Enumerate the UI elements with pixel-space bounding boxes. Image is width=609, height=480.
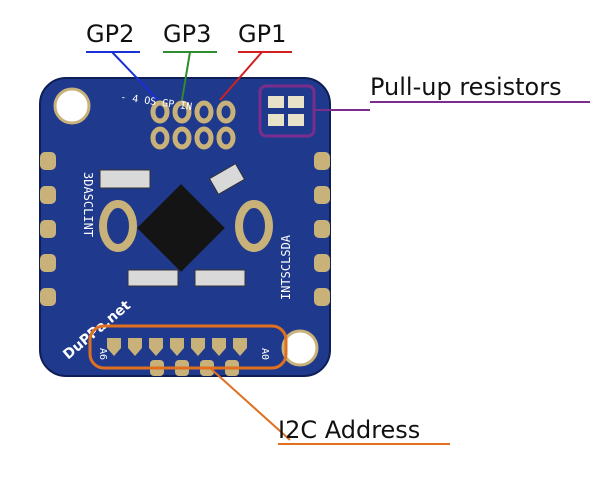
top-pads (150, 100, 236, 150)
left-header (40, 152, 56, 306)
mount-hole-bottom-right (281, 329, 319, 367)
annotation-gp1 (219, 51, 292, 101)
annotation-i2c (88, 324, 450, 445)
annotation-gp3 (163, 51, 217, 101)
annotation-gp2 (86, 51, 159, 101)
gp3-label: GP3 (163, 20, 212, 48)
right-header-silkscreen: INTSCLSDA (279, 234, 293, 300)
left-header-silkscreen: 3DASCLINT (81, 172, 95, 237)
i2c-address-label: I2C Address (278, 416, 421, 444)
address-left-silkscreen: A6 (97, 348, 108, 360)
pcb-board (39, 77, 331, 377)
gp1-label: GP1 (238, 20, 287, 48)
pullup-pads (264, 92, 308, 130)
address-right-silkscreen: A0 (259, 348, 270, 360)
pullup-label: Pull-up resistors (370, 73, 562, 101)
address-jumpers (107, 338, 247, 356)
smd-components (99, 163, 246, 287)
annotation-pullup (258, 84, 590, 138)
gp2-label: GP2 (86, 20, 135, 48)
right-header (314, 152, 330, 306)
mount-hole-top-left (53, 87, 91, 125)
sensor-chip (137, 184, 225, 272)
